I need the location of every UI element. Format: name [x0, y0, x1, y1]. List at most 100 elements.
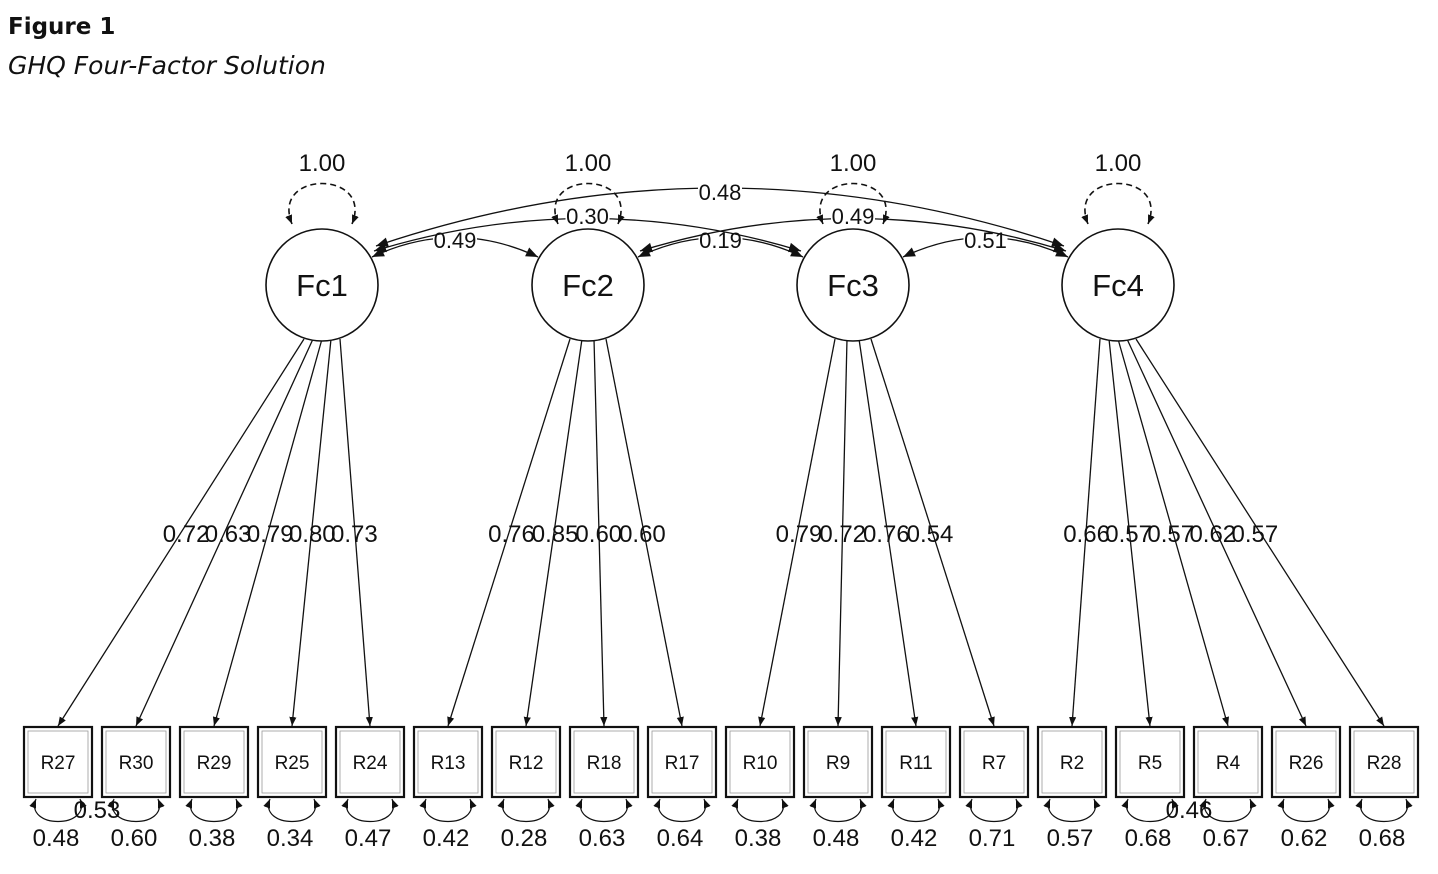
residual-label: 0.71 [969, 825, 1016, 852]
item-label: R28 [1367, 753, 1402, 774]
item-label: R12 [509, 753, 544, 774]
item-box [958, 725, 1030, 799]
item-label: R9 [826, 753, 850, 774]
loading-label: 0.79 [776, 521, 823, 548]
correlation-label-bg [698, 183, 742, 203]
item-box-inner [807, 730, 869, 794]
item-label: R2 [1060, 753, 1084, 774]
factor-circle [796, 228, 910, 342]
residual-label: 0.57 [1047, 825, 1094, 852]
loading-label: 0.62 [1189, 521, 1236, 548]
loading-label: 0.76 [863, 521, 910, 548]
residual-label: 0.64 [657, 825, 704, 852]
loading-label: 0.54 [907, 521, 954, 548]
loading-path [605, 338, 684, 727]
loading-label: 0.66 [1063, 521, 1110, 548]
residual-loop [653, 798, 711, 823]
residual-label: 0.38 [735, 825, 782, 852]
residual-loop [1355, 798, 1413, 823]
residual-label: 0.68 [1125, 825, 1172, 852]
residual-loop [1199, 798, 1257, 823]
variance-label: 1.00 [830, 150, 877, 177]
factor-label: Fc4 [1092, 268, 1144, 303]
residual-label: 0.48 [33, 825, 80, 852]
item-box [334, 725, 406, 799]
item-box [1114, 725, 1186, 799]
residual-label: 0.38 [189, 825, 236, 852]
loading-path [447, 338, 571, 727]
residual-label: 0.28 [501, 825, 548, 852]
residual-label: 0.62 [1281, 825, 1328, 852]
figure-label: Figure 1 [8, 14, 116, 40]
item-box [490, 725, 562, 799]
loading-path [339, 338, 373, 727]
loading-path [1117, 338, 1230, 727]
item-label: R10 [743, 753, 778, 774]
loading-path [1126, 338, 1307, 727]
item-box-inner [1275, 730, 1337, 794]
correlation-label: 0.49 [832, 204, 875, 229]
loading-label: 0.80 [289, 521, 336, 548]
correlation-label: 0.30 [566, 204, 609, 229]
figure-title: GHQ Four-Factor Solution [8, 51, 326, 80]
item-box-inner [1197, 730, 1259, 794]
item-box-inner [417, 730, 479, 794]
residual-loop [1043, 798, 1101, 823]
residual-loop [107, 798, 165, 823]
loading-label: 0.79 [247, 521, 294, 548]
variance-label: 1.00 [565, 150, 612, 177]
loading-path [135, 338, 314, 727]
item-label: R29 [197, 753, 232, 774]
loading-path [1108, 338, 1153, 727]
factor-circle [265, 228, 379, 342]
loading-label: 0.76 [488, 521, 535, 548]
residual-label: 0.68 [1359, 825, 1406, 852]
variance-loop [551, 182, 625, 225]
item-label: R17 [665, 753, 700, 774]
correlation-label: 0.48 [699, 180, 742, 205]
loading-path [212, 338, 323, 727]
variance-loop [285, 182, 359, 225]
residual-covariance-label: 0.53 [74, 797, 121, 824]
loading-path [758, 338, 836, 727]
item-box [724, 725, 796, 799]
item-box-inner [963, 730, 1025, 794]
item-box-inner [573, 730, 635, 794]
loading-path [289, 338, 332, 727]
item-box-inner [495, 730, 557, 794]
item-label: R24 [353, 753, 388, 774]
item-box-inner [339, 730, 401, 794]
variance-label: 1.00 [1095, 150, 1142, 177]
item-box [880, 725, 952, 799]
factor-label: Fc2 [562, 268, 614, 303]
residual-loop [965, 798, 1023, 823]
residual-label: 0.42 [423, 825, 470, 852]
residual-loop [185, 798, 243, 823]
correlation-label: 0.49 [434, 228, 477, 253]
factor-label: Fc1 [296, 268, 348, 303]
variance-loop [816, 182, 890, 225]
residual-loop [1121, 798, 1179, 823]
item-box [412, 725, 484, 799]
loading-path [834, 338, 848, 727]
item-box [1348, 725, 1420, 799]
residual-covariance-label: 0.46 [1166, 797, 1213, 824]
item-box [568, 725, 640, 799]
item-box [802, 725, 874, 799]
item-box [1270, 725, 1342, 799]
loading-label: 0.57 [1147, 521, 1194, 548]
item-label: R26 [1289, 753, 1324, 774]
residual-label: 0.47 [345, 825, 392, 852]
loading-label: 0.85 [532, 521, 579, 548]
item-box-inner [885, 730, 947, 794]
factors-layer: Fc1 Fc2 Fc3 Fc4 [265, 228, 1175, 342]
item-label: R5 [1138, 753, 1162, 774]
residual-loop [341, 798, 399, 823]
item-box [100, 725, 172, 799]
factor-label: Fc3 [827, 268, 879, 303]
item-box-inner [1041, 730, 1103, 794]
